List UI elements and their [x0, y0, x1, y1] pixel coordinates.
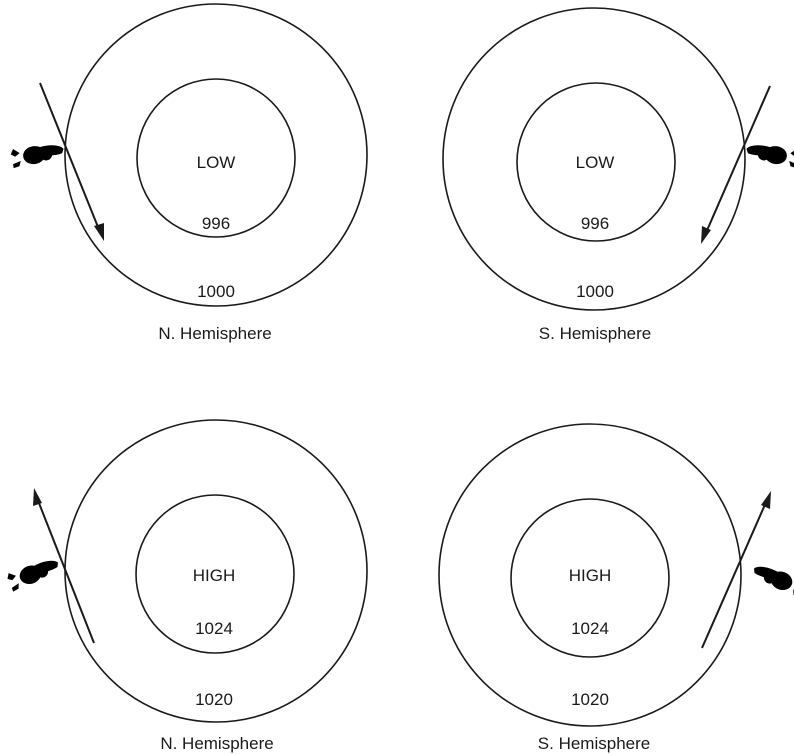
- outer-isobar: [438, 423, 742, 727]
- hemisphere-caption: S. Hemisphere: [538, 734, 650, 753]
- arrow-head-icon: [33, 488, 42, 506]
- panel-nh-low: LOW 996 1000 N. Hemisphere: [10, 3, 368, 343]
- outer-isobar-value: 1020: [195, 690, 233, 709]
- wind-arrow: [704, 85, 771, 236]
- arrow-head-icon: [94, 223, 104, 241]
- wind-arrow: [39, 82, 101, 233]
- inner-isobar-value: 1024: [571, 619, 609, 638]
- walker-icon: [744, 142, 794, 169]
- hemisphere-caption: N. Hemisphere: [160, 734, 273, 753]
- outer-isobar-value: 1000: [576, 282, 614, 301]
- outer-isobar-value: 1020: [571, 690, 609, 709]
- inner-isobar: [510, 498, 670, 658]
- center-label: HIGH: [193, 566, 236, 585]
- center-label: LOW: [197, 153, 236, 172]
- center-label: HIGH: [569, 566, 612, 585]
- wind-arrow: [701, 499, 768, 649]
- hemisphere-caption: S. Hemisphere: [539, 324, 651, 343]
- panel-sh-low: LOW 996 1000 S. Hemisphere: [442, 7, 794, 343]
- panel-sh-high: HIGH 1024 1020 S. Hemisphere: [438, 423, 794, 753]
- wind-arrow: [36, 497, 95, 644]
- inner-isobar: [135, 494, 295, 654]
- arrow-head-icon: [701, 226, 711, 244]
- inner-isobar-value: 996: [202, 214, 230, 233]
- walker-icon: [5, 556, 63, 592]
- inner-isobar-value: 1024: [195, 619, 233, 638]
- walker-icon: [749, 562, 794, 598]
- center-label: LOW: [576, 153, 615, 172]
- inner-isobar: [516, 82, 676, 242]
- outer-isobar-value: 1000: [197, 282, 235, 301]
- inner-isobar-value: 996: [581, 214, 609, 233]
- panel-nh-high: HIGH 1024 1020 N. Hemisphere: [5, 419, 368, 753]
- outer-isobar: [64, 3, 368, 307]
- inner-isobar: [136, 78, 296, 238]
- arrow-head-icon: [761, 491, 771, 509]
- hemisphere-caption: N. Hemisphere: [158, 324, 271, 343]
- walker-icon: [10, 142, 66, 169]
- outer-isobar: [442, 7, 746, 311]
